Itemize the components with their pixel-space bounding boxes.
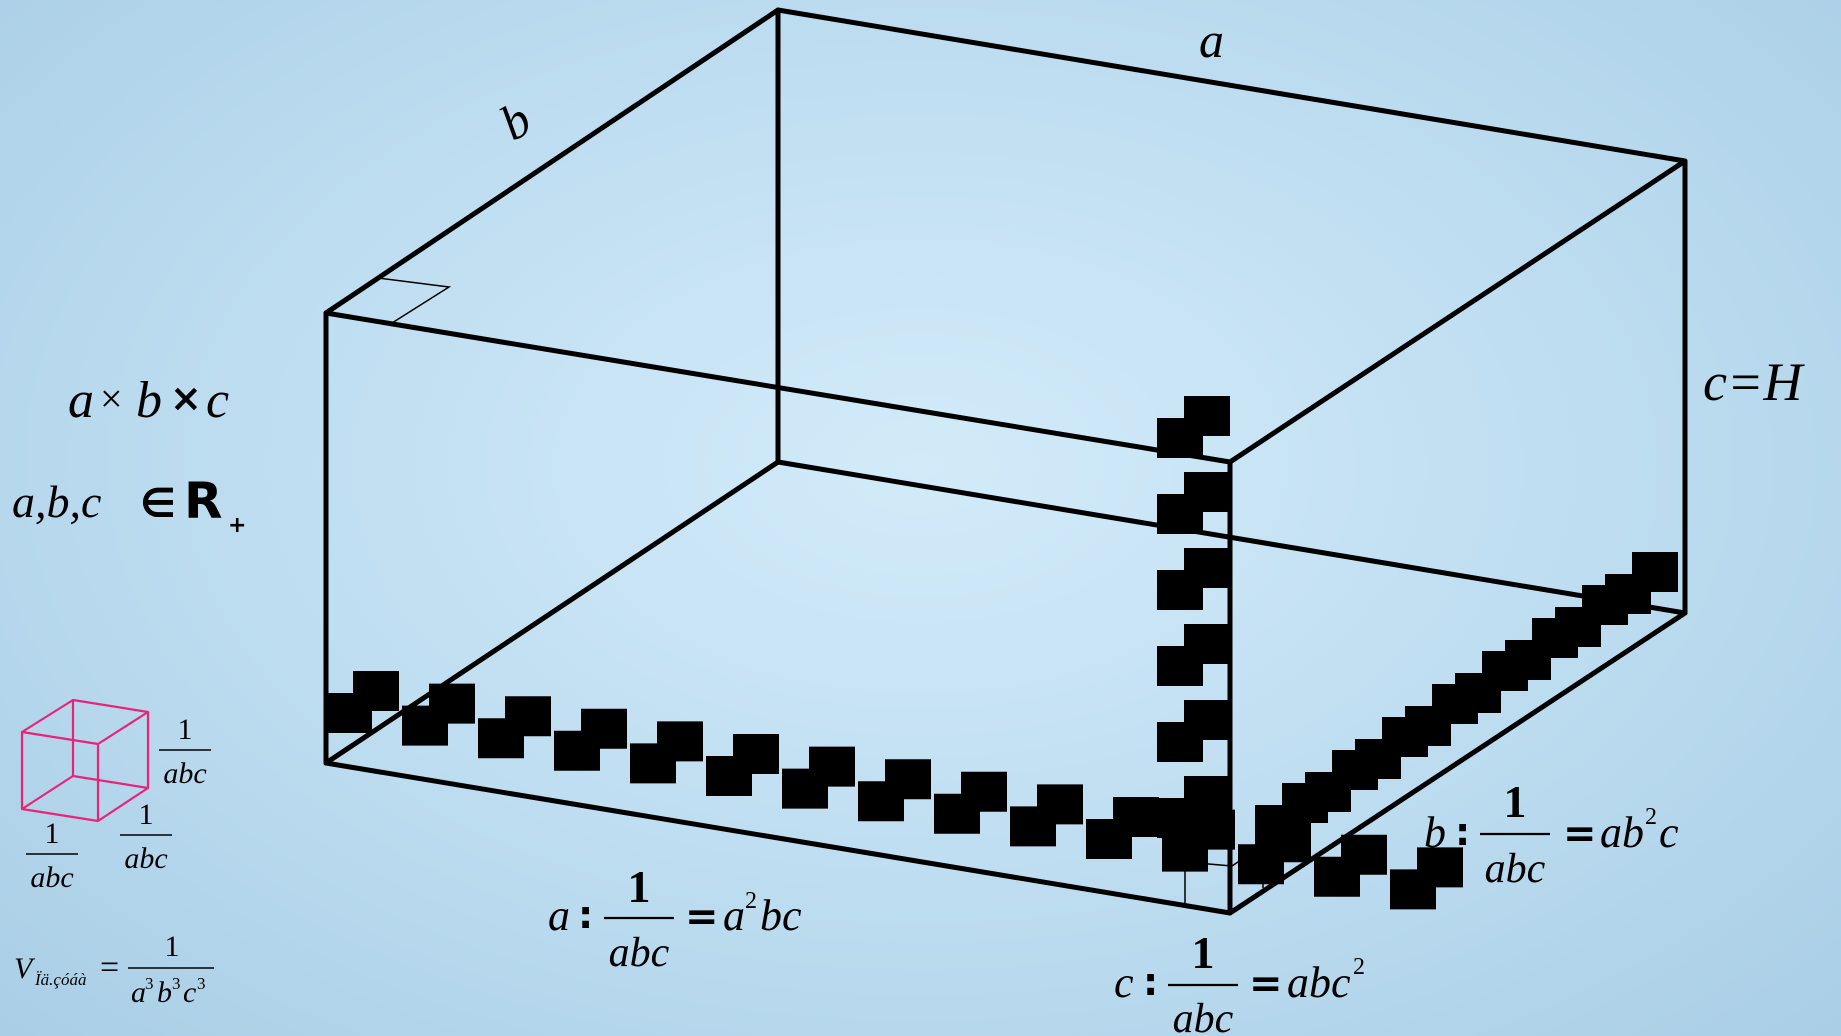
count-along-c-formula: c : 1 abc = abc 2	[1114, 927, 1365, 1036]
svg-text:b: b	[136, 372, 162, 429]
right-angle-marker-bottom	[1184, 861, 1233, 905]
svg-text:3: 3	[172, 974, 181, 993]
unit-cube-a	[1314, 834, 1387, 897]
svg-text::: :	[1143, 960, 1158, 1004]
svg-text:+: +	[228, 513, 246, 538]
svg-text:1: 1	[165, 930, 180, 963]
unit-cube-a	[1086, 797, 1159, 859]
domain-expression: a,b,c ∈ R +	[12, 472, 246, 538]
unit-cube-a	[630, 721, 703, 784]
count-along-a-formula: a : 1 abc = a 2 bc	[548, 861, 802, 976]
unit-cube-a	[478, 696, 551, 759]
svg-text:abc: abc	[1485, 846, 1546, 892]
unit-cube-edge-label-left: 1 abc	[26, 817, 78, 894]
svg-text:a: a	[68, 372, 94, 429]
unit-cube-a	[706, 734, 779, 796]
unit-cube-c	[1157, 700, 1230, 762]
svg-text:∈: ∈	[140, 481, 176, 527]
svg-text:b: b	[157, 976, 172, 1009]
svg-text:1: 1	[1504, 776, 1527, 827]
svg-text:a: a	[131, 976, 146, 1009]
svg-text:a: a	[548, 891, 570, 940]
edge-label-c-eq-h: c=H	[1703, 352, 1805, 412]
unit-cube-volume-formula: V Ïä.çóáà = 1 a 3 b 3 c 3	[14, 930, 214, 1009]
svg-text:c: c	[206, 372, 229, 429]
svg-text:×: ×	[170, 376, 202, 420]
svg-text:c: c	[1114, 958, 1134, 1007]
unit-cube-a	[1010, 784, 1083, 847]
unit-cubes-along-b	[1255, 552, 1678, 845]
svg-text:=: =	[685, 894, 719, 940]
svg-text:3: 3	[197, 974, 206, 993]
svg-text:c: c	[1659, 808, 1679, 857]
svg-text:abc: abc	[30, 861, 73, 894]
edge-label-a: a	[1199, 12, 1224, 68]
svg-text:1: 1	[1192, 927, 1215, 978]
svg-text:b: b	[1424, 808, 1446, 857]
svg-text:=: =	[1563, 811, 1597, 857]
svg-text:V: V	[14, 952, 36, 985]
svg-text:1: 1	[139, 798, 154, 831]
unit-cube-edge-label-right: 1 abc	[159, 713, 211, 790]
svg-text:a,b,c: a,b,c	[12, 476, 101, 527]
unit-cube-a	[934, 771, 1007, 834]
svg-text:bc: bc	[760, 891, 802, 940]
svg-text:1: 1	[628, 861, 651, 912]
svg-text:R: R	[184, 472, 223, 530]
svg-text:ab: ab	[1600, 808, 1644, 857]
svg-text:1: 1	[45, 817, 60, 850]
unit-cube-a	[554, 708, 627, 771]
count-along-b-formula: b : 1 abc = ab 2 c	[1424, 776, 1679, 892]
unit-cube-a	[782, 746, 855, 809]
unit-cube-icon	[20, 698, 150, 823]
svg-text::: :	[578, 893, 593, 937]
svg-text:2: 2	[1645, 804, 1657, 830]
svg-text:×: ×	[100, 376, 123, 421]
svg-text:3: 3	[145, 974, 154, 993]
right-angle-marker-top	[377, 277, 452, 324]
svg-text:abc: abc	[1173, 996, 1234, 1036]
unit-cube-c	[1157, 548, 1230, 610]
unit-cube-edge-label-front: 1 abc	[120, 798, 172, 875]
svg-text:=: =	[100, 949, 119, 986]
svg-text:c: c	[183, 976, 196, 1009]
svg-text::: :	[1455, 810, 1470, 854]
svg-text:abc: abc	[1287, 958, 1351, 1007]
edge-label-b: b	[490, 90, 540, 151]
dimensions-expression: a × b × c	[68, 372, 229, 429]
svg-text:Ïä.çóáà: Ïä.çóáà	[34, 970, 86, 989]
unit-cube-a	[402, 683, 475, 746]
unit-cube-c	[1157, 396, 1230, 458]
svg-text:2: 2	[745, 888, 757, 914]
svg-text:abc: abc	[124, 842, 167, 875]
unit-cube-c	[1157, 624, 1230, 686]
svg-text:=: =	[1249, 961, 1283, 1007]
unit-cube-a	[858, 759, 931, 822]
svg-text:2: 2	[1353, 954, 1365, 980]
svg-text:1: 1	[178, 713, 193, 746]
svg-text:abc: abc	[163, 757, 206, 790]
svg-text:abc: abc	[609, 930, 670, 976]
svg-text:a: a	[723, 891, 745, 940]
cuboid-wireframe	[323, 7, 1688, 916]
